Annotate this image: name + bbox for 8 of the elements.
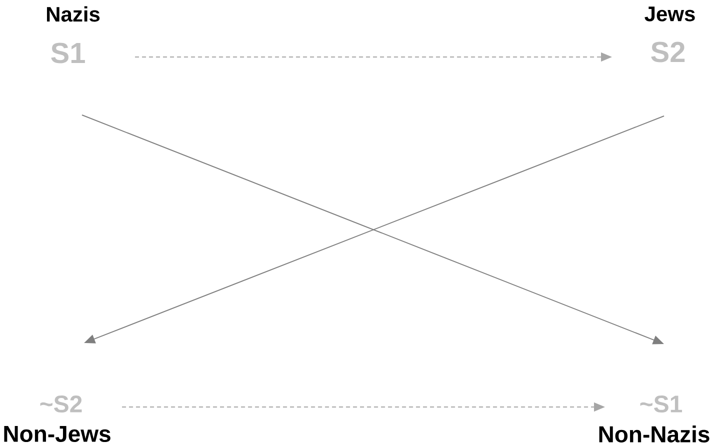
caption-label: Non-Jews	[4, 426, 110, 442]
symbol-label: S2	[651, 42, 685, 62]
symbol-label: ~S1	[640, 396, 682, 412]
symbol-label: S1	[51, 42, 85, 64]
symbol-label: ~S2	[40, 396, 82, 412]
caption-label: Nazis	[46, 6, 100, 22]
caption-label: Jews	[644, 6, 695, 22]
caption-label: Non-Nazis	[599, 426, 710, 442]
